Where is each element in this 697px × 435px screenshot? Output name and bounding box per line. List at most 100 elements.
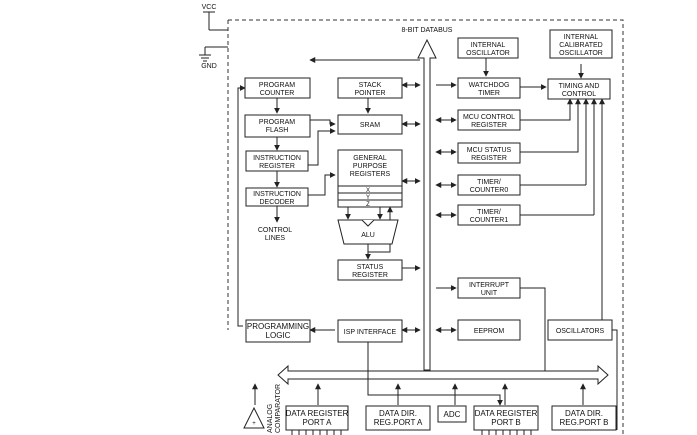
programming-logic-label-2: LOGIC xyxy=(266,331,291,340)
control-lines-label: CONTROL LINES xyxy=(258,227,292,242)
gp-registers-label-3: REGISTERS xyxy=(350,171,391,178)
instruction-register-label-2: REGISTER xyxy=(259,163,295,170)
int-cal-osc-label-2: CALIBRATED xyxy=(559,42,602,49)
timer-counter1-label-2: COUNTER1 xyxy=(470,217,509,224)
vcc-label: VCC xyxy=(202,4,217,11)
port-b-data-label-1: DATA REGISTER xyxy=(475,409,538,418)
stack-pointer-block: STACK POINTER xyxy=(337,77,403,99)
connections xyxy=(237,57,618,430)
program-counter-label-1: PROGRAM xyxy=(259,82,295,89)
timer-counter1-label-1: TIMER/ xyxy=(477,209,501,216)
internal-oscillator-label-2: OSCILLATOR xyxy=(466,50,510,57)
timer-counter0-label-2: COUNTER0 xyxy=(470,187,509,194)
port-a-pins xyxy=(291,430,342,435)
stack-pointer-label-2: POINTER xyxy=(354,90,385,97)
port-a-data-label-1: DATA REGISTER xyxy=(286,409,349,418)
eeprom-block: EEPROM xyxy=(457,319,521,341)
watchdog-timer-label-2: TIMER xyxy=(478,90,500,97)
analog-comparator-label-1: ANALOG xyxy=(267,404,274,433)
analog-comparator-block: + ANALOG COMPARATOR xyxy=(243,384,282,433)
port-b-dir-label-2: REG.PORT B xyxy=(559,418,608,427)
interrupt-unit-block: INTERRUPT UNIT xyxy=(457,277,521,299)
data-register-port-b-block: DATA REGISTER PORT B xyxy=(473,405,539,431)
data-dir-reg-port-b-block: DATA DIR. REG.PORT B xyxy=(551,405,617,431)
port-a-data-label-2: PORT A xyxy=(302,418,332,427)
chip-boundary xyxy=(227,19,624,435)
oscillators-label: OSCILLATORS xyxy=(556,328,605,335)
oscillators-block: OSCILLATORS xyxy=(547,319,613,341)
internal-calibrated-oscillator-block: INTERNAL CALIBRATED OSCILLATOR xyxy=(549,29,613,59)
alu-block: ALU xyxy=(337,219,399,245)
x-register-label: X xyxy=(366,188,370,194)
sram-label: SRAM xyxy=(360,122,380,129)
timing-control-label-1: TIMING AND xyxy=(559,83,600,90)
y-register-label: Y xyxy=(366,195,370,201)
internal-oscillator-block: INTERNAL OSCILLATOR xyxy=(457,37,519,59)
int-cal-osc-label-3: OSCILLATOR xyxy=(559,50,603,57)
data-register-port-a-block: DATA REGISTER PORT A xyxy=(285,405,349,431)
watchdog-timer-label-1: WATCHDOG xyxy=(469,82,510,89)
gnd-label: GND xyxy=(201,63,217,70)
internal-oscillator-label-1: INTERNAL xyxy=(471,42,506,49)
program-counter-label-2: COUNTER xyxy=(260,90,295,97)
interrupt-unit-label-1: INTERRUPT xyxy=(469,282,510,289)
adc-label: ADC xyxy=(444,410,461,419)
control-lines-label-1: CONTROL xyxy=(258,227,292,234)
comparator-plus-sign: + xyxy=(252,421,256,427)
program-flash-label-2: FLASH xyxy=(266,127,289,134)
mcu-status-register-block: MCU STATUS REGISTER xyxy=(457,142,521,164)
mcu-status-register-label-2: REGISTER xyxy=(471,155,507,162)
port-a-dir-label-1: DATA DIR. xyxy=(379,409,417,418)
program-flash-block: PROGRAM FLASH xyxy=(244,114,311,138)
sram-block: SRAM xyxy=(337,114,403,135)
databus-arrow xyxy=(417,38,437,371)
stack-pointer-label-1: STACK xyxy=(359,82,382,89)
vcc-supply: VCC xyxy=(202,4,228,31)
instruction-decoder-label-1: INSTRUCTION xyxy=(253,191,301,198)
instruction-register-label-1: INSTRUCTION xyxy=(253,155,301,162)
timing-control-label-2: CONTROL xyxy=(562,91,596,98)
timing-and-control-block: TIMING AND CONTROL xyxy=(547,78,611,100)
mcu-control-register-block: MCU CONTROL REGISTER xyxy=(457,109,521,131)
z-register-label: Z xyxy=(366,202,370,208)
gp-registers-label-1: GENERAL xyxy=(353,155,387,162)
program-counter-block: PROGRAM COUNTER xyxy=(244,77,311,99)
analog-comparator-label-2: COMPARATOR xyxy=(275,384,282,433)
timer-counter1-block: TIMER/ COUNTER1 xyxy=(457,204,521,226)
status-register-label-1: STATUS xyxy=(357,264,384,271)
alu-label: ALU xyxy=(361,232,375,239)
watchdog-timer-block: WATCHDOG TIMER xyxy=(457,77,521,99)
interrupt-unit-label-2: UNIT xyxy=(481,290,498,297)
programming-logic-block: PROGRAMMING LOGIC xyxy=(245,319,311,343)
gnd-supply: GND xyxy=(199,46,228,70)
gp-registers-block: GENERAL PURPOSE REGISTERS X Y Z xyxy=(337,149,403,208)
status-register-block: STATUS REGISTER xyxy=(337,259,403,281)
timer-counter0-block: TIMER/ COUNTER0 xyxy=(457,174,521,196)
eeprom-label: EEPROM xyxy=(474,328,505,335)
databus: 8-BIT DATABUS xyxy=(402,27,453,371)
instruction-decoder-label-2: DECODER xyxy=(259,199,294,206)
status-register-label-2: REGISTER xyxy=(352,272,388,279)
port-b-pins xyxy=(481,430,532,435)
databus-label: 8-BIT DATABUS xyxy=(402,27,453,34)
isp-interface-label: ISP INTERFACE xyxy=(344,329,397,336)
port-b-dir-label-1: DATA DIR. xyxy=(565,409,603,418)
control-lines-label-2: LINES xyxy=(265,235,286,242)
program-flash-label-1: PROGRAM xyxy=(259,119,295,126)
adc-block: ADC xyxy=(437,405,467,423)
instruction-decoder-block: INSTRUCTION DECODER xyxy=(245,187,309,207)
mcu-status-register-label-1: MCU STATUS xyxy=(467,147,512,154)
programming-logic-label-1: PROGRAMMING xyxy=(247,322,309,331)
instruction-register-block: INSTRUCTION REGISTER xyxy=(245,150,309,172)
mcu-control-register-label-1: MCU CONTROL xyxy=(463,114,515,121)
isp-interface-block: ISP INTERFACE xyxy=(337,319,403,343)
timer-counter0-label-1: TIMER/ xyxy=(477,179,501,186)
int-cal-osc-label-1: INTERNAL xyxy=(564,34,599,41)
port-b-data-label-2: PORT B xyxy=(491,418,521,427)
mcu-control-register-label-2: REGISTER xyxy=(471,122,507,129)
data-dir-reg-port-a-block: DATA DIR. REG.PORT A xyxy=(365,405,431,431)
port-bus xyxy=(277,364,609,386)
port-a-dir-label-2: REG.PORT A xyxy=(374,418,423,427)
gp-registers-label-2: PURPOSE xyxy=(353,163,388,170)
